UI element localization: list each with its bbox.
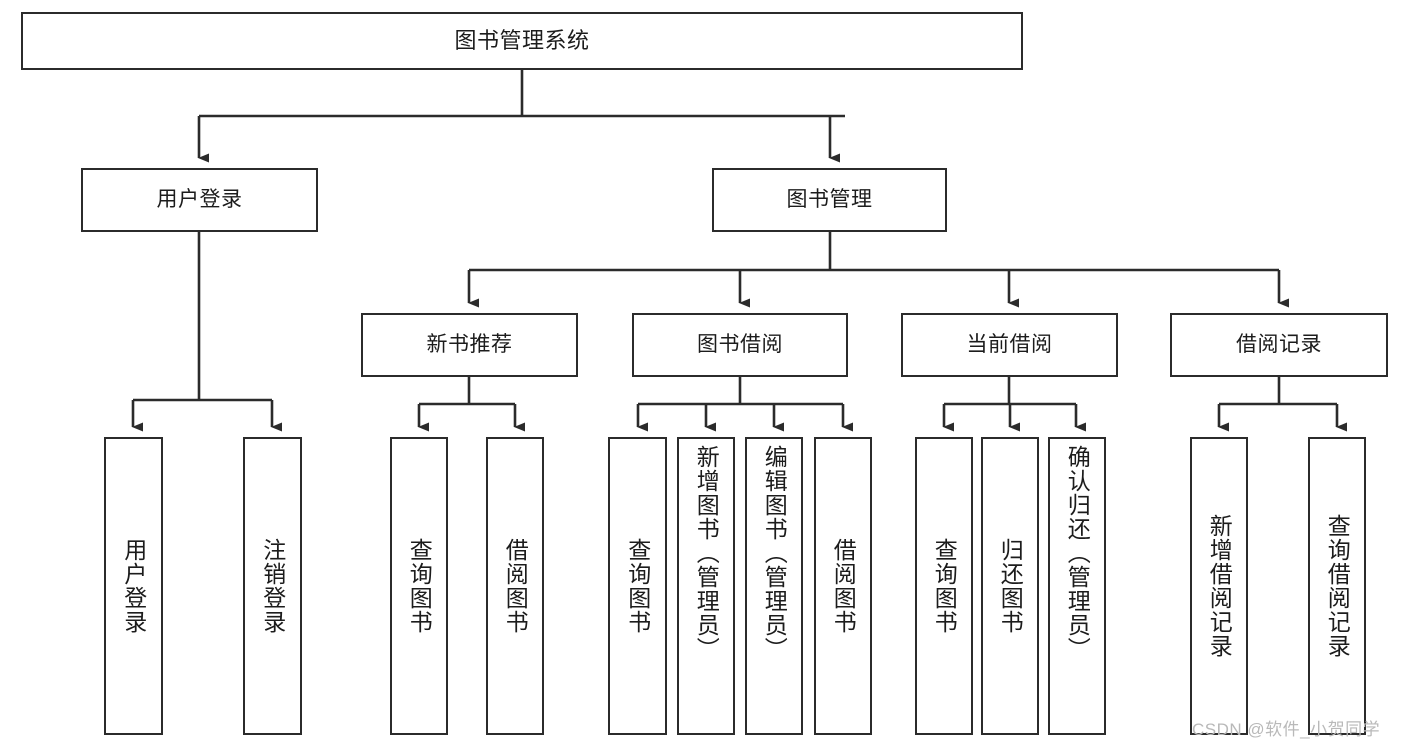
leaf-query-record-label: 查询借阅记录 bbox=[1324, 514, 1351, 658]
node-current-borrow[interactable]: 当前借阅 bbox=[901, 313, 1118, 377]
node-user-login-label: 用户登录 bbox=[156, 188, 243, 212]
leaf-query-book-1-label: 查询图书 bbox=[406, 538, 433, 634]
node-user-login[interactable]: 用户登录 bbox=[81, 168, 318, 232]
leaf-query-record[interactable]: 查询借阅记录 bbox=[1308, 437, 1366, 735]
leaf-return-book-label: 归还图书 bbox=[997, 538, 1024, 634]
node-book-manage-label: 图书管理 bbox=[786, 188, 873, 212]
leaf-confirm-return-label: 确认归还（管理员） bbox=[1064, 445, 1091, 661]
leaf-borrow-book-1[interactable]: 借阅图书 bbox=[486, 437, 544, 735]
node-new-book-rec-label: 新书推荐 bbox=[426, 333, 513, 357]
node-book-borrow-label: 图书借阅 bbox=[697, 333, 783, 357]
node-root[interactable]: 图书管理系统 bbox=[21, 12, 1023, 70]
leaf-return-book[interactable]: 归还图书 bbox=[981, 437, 1039, 735]
leaf-add-record[interactable]: 新增借阅记录 bbox=[1190, 437, 1248, 735]
leaf-logout-label: 注销登录 bbox=[259, 538, 286, 634]
leaf-edit-book-label: 编辑图书（管理员） bbox=[761, 445, 788, 661]
leaf-borrow-book-1-label: 借阅图书 bbox=[502, 538, 529, 634]
leaf-borrow-book-2-label: 借阅图书 bbox=[830, 538, 857, 634]
leaf-add-record-label: 新增借阅记录 bbox=[1206, 514, 1233, 658]
leaf-query-book-3[interactable]: 查询图书 bbox=[915, 437, 973, 735]
node-book-borrow[interactable]: 图书借阅 bbox=[632, 313, 848, 377]
leaf-edit-book[interactable]: 编辑图书（管理员） bbox=[745, 437, 803, 735]
node-root-label: 图书管理系统 bbox=[454, 27, 590, 53]
leaf-user-login-label: 用户登录 bbox=[120, 538, 147, 634]
node-borrow-record[interactable]: 借阅记录 bbox=[1170, 313, 1388, 377]
leaf-query-book-1[interactable]: 查询图书 bbox=[390, 437, 448, 735]
watermark: CSDN @软件_小贺同学 bbox=[1192, 720, 1381, 739]
leaf-query-book-2[interactable]: 查询图书 bbox=[608, 437, 667, 735]
node-book-manage[interactable]: 图书管理 bbox=[712, 168, 947, 232]
node-borrow-record-label: 借阅记录 bbox=[1236, 333, 1322, 357]
leaf-borrow-book-2[interactable]: 借阅图书 bbox=[814, 437, 872, 735]
leaf-query-book-2-label: 查询图书 bbox=[624, 538, 651, 634]
leaf-user-login[interactable]: 用户登录 bbox=[104, 437, 163, 735]
node-current-borrow-label: 当前借阅 bbox=[966, 333, 1053, 357]
leaf-confirm-return[interactable]: 确认归还（管理员） bbox=[1048, 437, 1106, 735]
leaf-logout[interactable]: 注销登录 bbox=[243, 437, 302, 735]
leaf-add-book-label: 新增图书（管理员） bbox=[693, 445, 720, 661]
leaf-query-book-3-label: 查询图书 bbox=[931, 538, 958, 634]
leaf-add-book[interactable]: 新增图书（管理员） bbox=[677, 437, 735, 735]
node-new-book-rec[interactable]: 新书推荐 bbox=[361, 313, 578, 377]
